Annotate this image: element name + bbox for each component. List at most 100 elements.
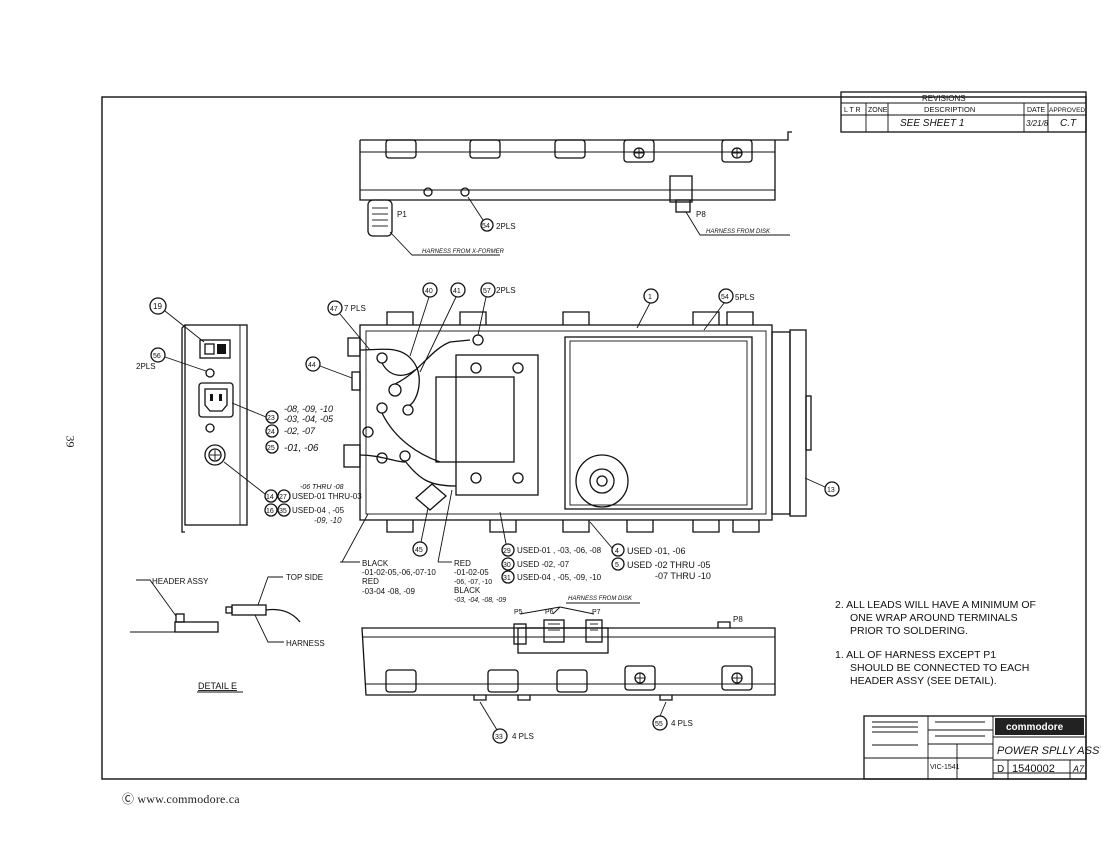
callout-33-note: 4 PLS xyxy=(512,732,534,741)
main-plan-view: 47 7 PLS 40 41 57 2PLS 1 54 5PLS 44 13 4… xyxy=(305,282,840,557)
callout-29: 29 xyxy=(503,548,511,555)
callout-25: 25 xyxy=(267,445,275,452)
callout-16-note2: -09, -10 xyxy=(314,516,342,525)
red2-codes: -01-02-05 xyxy=(454,568,489,577)
top-p8-label: P8 xyxy=(696,210,706,219)
website-text: www.commodore.ca xyxy=(137,792,240,806)
drawing-rev: A7 xyxy=(1072,764,1085,774)
callout-13: 13 xyxy=(827,487,835,494)
website-footer: Ⓒ www.commodore.ca xyxy=(122,790,240,807)
company-logo: commodore xyxy=(1006,722,1064,733)
bottom-p5-label: P5 xyxy=(514,609,523,616)
callout-24: 24 xyxy=(267,429,275,436)
revisions-col-approved: APPROVED xyxy=(1049,107,1085,114)
notes-block: 2. ALL LEADS WILL HAVE A MINIMUM OF ONE … xyxy=(835,599,1036,687)
callout-14-pre: -06 THRU -08 xyxy=(300,484,344,491)
callout-56: 56 xyxy=(153,353,161,360)
revisions-col-ltr: L T R xyxy=(844,107,861,114)
callout-31: 31 xyxy=(503,575,511,582)
callout-54-top-note: 2PLS xyxy=(496,222,516,231)
detail-e: HEADER ASSY TOP SIDE HARNESS DETAIL E xyxy=(130,573,325,693)
bottom-p7-label: P7 xyxy=(592,609,601,616)
callout-54-plan: 54 xyxy=(721,294,729,301)
black1-label: BLACK xyxy=(362,559,389,568)
revisions-row-description: SEE SHEET 1 xyxy=(900,118,964,129)
red2-label: RED xyxy=(454,559,471,568)
callout-33: 33 xyxy=(495,734,503,741)
usage-callouts: 23 -08, -09, -10 -03, -04, -05 24 -02, -… xyxy=(223,402,711,604)
callout-40: 40 xyxy=(425,288,433,295)
callout-23: 23 xyxy=(267,415,275,422)
used-on: VIC-1541 xyxy=(930,764,960,771)
page-number: 39 xyxy=(63,435,78,448)
revisions-col-date: DATE xyxy=(1027,107,1045,114)
callout-5-note: USED -02 THRU -05 xyxy=(627,560,710,570)
detail-harness: HARNESS xyxy=(286,639,325,648)
red2-codes2: -06, -07, -10 xyxy=(454,579,492,586)
revisions-block: REVISIONS L T R ZONE DESCRIPTION DATE AP… xyxy=(840,91,1087,133)
callout-14: 14 xyxy=(266,494,274,501)
revisions-row-date: 3/21/8 xyxy=(1026,119,1049,128)
red1-codes: -03-04 -08, -09 xyxy=(362,587,415,596)
drawing-border xyxy=(101,96,1087,780)
bottom-side-view: P8 P5 P6 P7 HARNESS FROM DISK xyxy=(361,596,776,744)
note-1-line2: SHOULD BE CONNECTED TO EACH xyxy=(850,662,1029,674)
callout-5-note2: -07 THRU -10 xyxy=(655,571,711,581)
black2-codes: -03, -04, -08, -09 xyxy=(454,597,506,604)
callout-47-note: 7 PLS xyxy=(344,304,366,313)
company-logo-bg xyxy=(995,718,1084,735)
callout-47: 47 xyxy=(330,306,338,313)
callout-55-note: 4 PLS xyxy=(671,719,693,728)
top-p1-label: P1 xyxy=(397,210,407,219)
top-harness-left: HARNESS FROM X-FORMER xyxy=(422,249,505,255)
callout-44: 44 xyxy=(308,362,316,369)
top-harness-right: HARNESS FROM DISK xyxy=(706,229,771,235)
note-2-line2: ONE WRAP AROUND TERMINALS xyxy=(850,612,1018,624)
callout-56-note: 2PLS xyxy=(136,362,156,371)
drawing-size: D xyxy=(997,764,1004,775)
revisions-col-description: DESCRIPTION xyxy=(924,105,975,114)
bottom-p8-label: P8 xyxy=(733,615,743,624)
callout-55: 55 xyxy=(655,721,663,728)
callout-25-note: -01, -06 xyxy=(284,443,319,454)
detail-top-side: TOP SIDE xyxy=(286,573,323,582)
callout-4: 4 xyxy=(615,548,619,555)
callout-29-note: USED-01 , -03, -06, -08 xyxy=(517,546,602,555)
note-1-line3: HEADER ASSY (SEE DETAIL). xyxy=(850,675,997,687)
note-2-line1: 2. ALL LEADS WILL HAVE A MINIMUM OF xyxy=(835,599,1036,611)
callout-45: 45 xyxy=(415,547,423,554)
callout-19: 19 xyxy=(153,302,162,311)
callout-31-note: USED-04 , -05, -09, -10 xyxy=(517,573,602,582)
commodore-c-icon: Ⓒ xyxy=(122,792,135,806)
detail-title: DETAIL E xyxy=(198,681,237,691)
revisions-col-zone: ZONE xyxy=(868,107,888,114)
left-end-view: 19 56 2PLS xyxy=(136,297,248,533)
note-2-line3: PRIOR TO SOLDERING. xyxy=(850,625,968,637)
callout-24-note: -02, -07 xyxy=(284,426,316,436)
drawing-number: 1540002 xyxy=(1012,763,1055,775)
black2-label: BLACK xyxy=(454,586,481,595)
callout-23-note1: -08, -09, -10 xyxy=(284,404,333,414)
callout-1: 1 xyxy=(648,294,652,301)
callout-4-note: USED -01, -06 xyxy=(627,546,686,556)
callout-23-note2: -03, -04, -05 xyxy=(284,414,334,424)
note-1-line1: 1. ALL OF HARNESS EXCEPT P1 xyxy=(835,649,996,661)
revisions-title: REVISIONS xyxy=(922,94,966,103)
revisions-row-approved: C.T xyxy=(1060,118,1077,129)
bottom-p6-label: P6 xyxy=(545,609,554,616)
red1-label: RED xyxy=(362,577,379,586)
callout-54-top: 54 xyxy=(482,223,490,230)
callout-54-plan-note: 5PLS xyxy=(735,293,755,302)
title-block: commodore POWER SPLLY ASSY D 1540002 A7 … xyxy=(863,715,1101,780)
callout-30-note: USED -02, -07 xyxy=(517,560,570,569)
callout-41: 41 xyxy=(453,288,461,295)
callout-57: 57 xyxy=(483,288,491,295)
top-side-view: P1 P8 54 2PLS HARNESS FROM X-FORMER HARN… xyxy=(359,131,792,256)
callout-5: 5 xyxy=(615,562,619,569)
drawing-title: POWER SPLLY ASSY xyxy=(997,745,1101,757)
callout-35: 35 xyxy=(279,508,287,515)
callout-57-note: 2PLS xyxy=(496,286,516,295)
callout-30: 30 xyxy=(503,562,511,569)
black1-codes: -01-02-05,-06,-07-10 xyxy=(362,568,436,577)
